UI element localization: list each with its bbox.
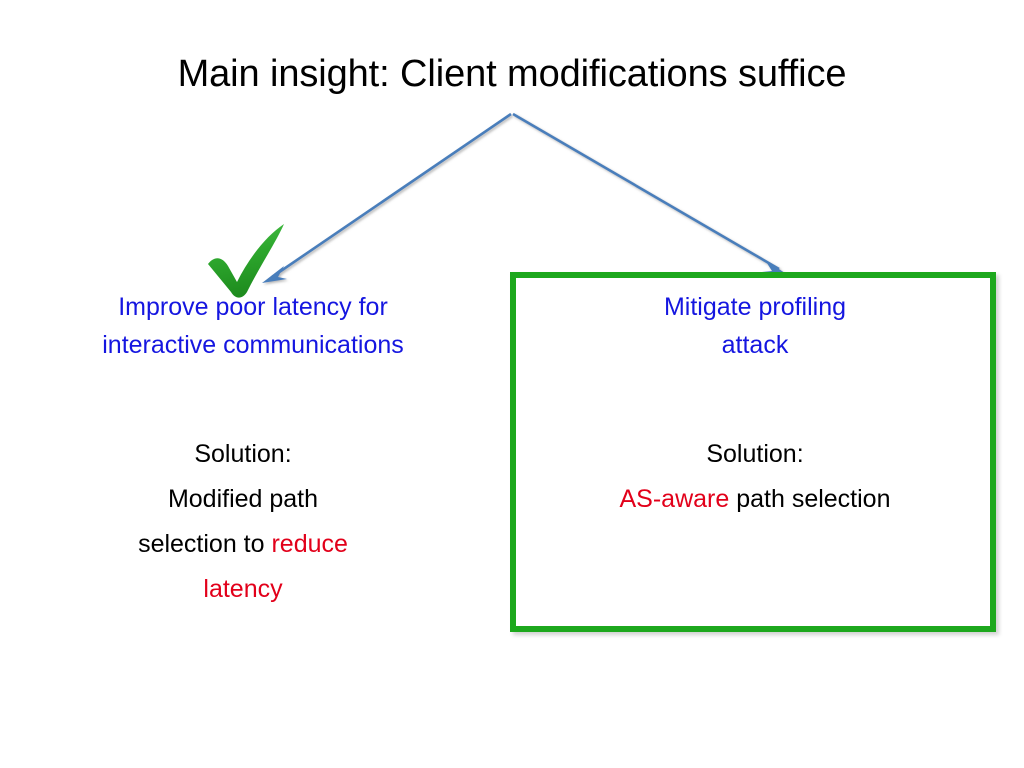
right-goal-line-2: attack	[721, 331, 789, 359]
right-goal-line-1: Mitigate profiling	[663, 293, 847, 321]
left-solution-emphasis-reduce: reduce	[271, 530, 348, 558]
left-goal-line-1: Improve poor latency for	[118, 293, 388, 321]
mitigate-profiling-box	[510, 272, 996, 632]
left-goal-text: Improve poor latency for interactive com…	[28, 288, 478, 364]
right-solution-line-2: AS-aware path selection	[540, 477, 970, 522]
left-solution-line-3: selection to reduce	[48, 522, 438, 567]
arrow-to-right-box	[512, 112, 788, 275]
right-solution-label: Solution:	[706, 440, 804, 468]
right-solution-line-2-plain: path selection	[729, 485, 891, 513]
green-check-mark	[208, 224, 284, 298]
page-title: Main insight: Client modifications suffi…	[177, 53, 847, 95]
right-goal-text: Mitigate profiling attack	[540, 288, 970, 364]
left-goal-line-2: interactive communications	[102, 331, 404, 359]
arrow-to-left-goal	[262, 112, 512, 283]
right-solution-emphasis-as-aware: AS-aware	[619, 485, 730, 513]
left-solution-line-2: Modified path	[167, 485, 319, 513]
left-solution-emphasis-latency: latency	[203, 575, 283, 603]
left-solution-text: Solution: Modified path selection to red…	[48, 432, 438, 612]
left-solution-label: Solution:	[194, 440, 292, 468]
right-solution-text: Solution: AS-aware path selection	[540, 432, 970, 522]
left-solution-line-3-plain: selection to	[138, 530, 272, 558]
